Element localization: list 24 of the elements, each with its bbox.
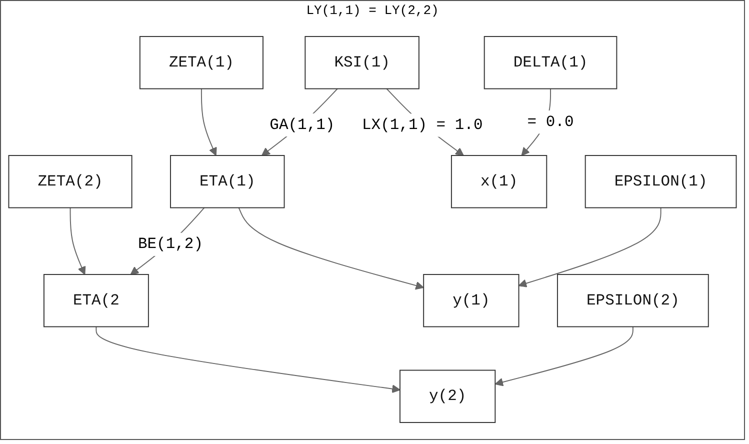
node-box: ETA(2 xyxy=(43,274,149,328)
arrow xyxy=(261,88,338,156)
edge-label: LX(1,1) = 1.0 xyxy=(362,116,483,134)
arrow xyxy=(518,207,662,288)
node-box: ZETA(1) xyxy=(139,36,264,90)
node-box: y(2) xyxy=(400,370,496,423)
constraint-note: LY(1,1) = LY(2,2) xyxy=(306,3,439,18)
arrow xyxy=(200,88,217,156)
arrow xyxy=(238,207,424,290)
arrow xyxy=(130,207,205,275)
node-box: x(1) xyxy=(450,155,548,208)
node-box: EPSILON(2) xyxy=(556,274,709,328)
node-box: DELTA(1) xyxy=(484,36,618,90)
node-box: EPSILON(1) xyxy=(584,155,737,208)
edge-label: GA(1,1) xyxy=(270,116,335,134)
arrow xyxy=(70,207,86,275)
edge-label: = 0.0 xyxy=(527,113,574,131)
node-box: ETA(1) xyxy=(170,155,285,208)
node-box: y(1) xyxy=(423,274,520,328)
arrow xyxy=(494,326,634,386)
arrow xyxy=(96,326,400,394)
node-box: KSI(1) xyxy=(304,36,420,90)
edge-label: BE(1,2) xyxy=(138,236,203,254)
node-box: ZETA(2) xyxy=(8,155,132,208)
